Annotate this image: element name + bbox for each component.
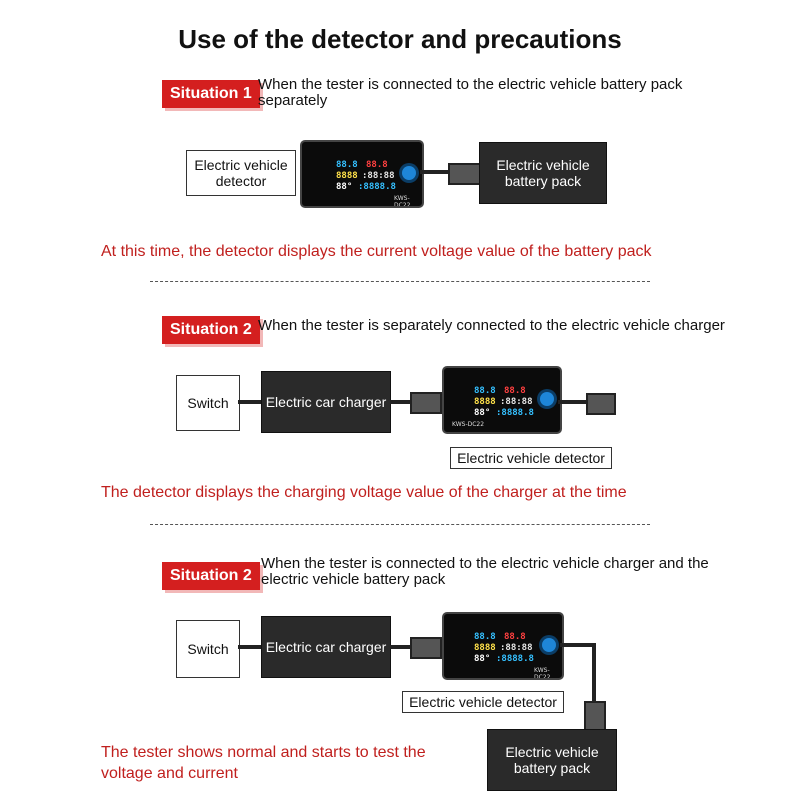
power-button-icon bbox=[540, 392, 554, 406]
situation-2-detector-device: 88.8 88.8 8888 :88:88 88° :8888.8 KWS-DC… bbox=[442, 366, 562, 434]
situation-3-charger: Electric car charger bbox=[262, 617, 390, 677]
situation-2-detector-label: Electric vehicle detector bbox=[450, 447, 612, 469]
situation-3-battery-pack: Electric vehicle battery pack bbox=[488, 730, 616, 790]
plug-icon bbox=[448, 163, 482, 185]
page-title: Use of the detector and precautions bbox=[178, 24, 622, 54]
display-temp: 88° bbox=[474, 654, 491, 664]
situation-3-detector-device: 88.8 88.8 8888 :88:88 88° :8888.8 KWS-DC… bbox=[442, 612, 564, 680]
display-voltage: 88.8 bbox=[336, 160, 358, 170]
cable bbox=[390, 400, 412, 404]
display-power: 8888 bbox=[474, 643, 496, 653]
power-button-icon bbox=[402, 166, 416, 180]
display-capacity: :8888.8 bbox=[496, 408, 534, 418]
display-temp: 88° bbox=[474, 408, 491, 418]
display-temp: 88° bbox=[336, 182, 353, 192]
situation-1-detector-label: Electric vehicle detector bbox=[186, 150, 296, 196]
divider bbox=[150, 281, 650, 282]
situation-1-note: At this time, the detector displays the … bbox=[101, 243, 652, 260]
device-model: KWS-DC22 bbox=[394, 195, 411, 208]
situation-3-switch: Switch bbox=[176, 620, 240, 678]
display-power: 8888 bbox=[336, 171, 358, 181]
display-time: :88:88 bbox=[362, 171, 395, 181]
plug-icon bbox=[586, 393, 616, 415]
situation-2-badge: Situation 2 bbox=[162, 316, 260, 344]
display-power: 8888 bbox=[474, 397, 496, 407]
display-current: 88.8 bbox=[366, 160, 388, 170]
cable bbox=[592, 643, 596, 703]
situation-1-description: When the tester is connected to the elec… bbox=[258, 76, 683, 109]
situation-3-badge: Situation 2 bbox=[162, 562, 260, 590]
situation-1-battery-pack: Electric vehicle battery pack bbox=[480, 143, 606, 203]
situation-3-detector-label: Electric vehicle detector bbox=[402, 691, 564, 713]
display-capacity: :8888.8 bbox=[358, 182, 396, 192]
display-time: :88:88 bbox=[500, 643, 533, 653]
display-current: 88.8 bbox=[504, 632, 526, 642]
plug-icon bbox=[410, 637, 442, 659]
plug-icon bbox=[584, 701, 606, 733]
cable bbox=[558, 400, 588, 404]
cable bbox=[390, 645, 412, 649]
situation-2-description: When the tester is separately connected … bbox=[258, 317, 725, 334]
display-voltage: 88.8 bbox=[474, 386, 496, 396]
cable bbox=[420, 170, 450, 174]
situation-3-note: The tester shows normal and starts to te… bbox=[101, 744, 426, 782]
situation-2-charger: Electric car charger bbox=[262, 372, 390, 432]
device-model: KWS-DC22 bbox=[534, 667, 551, 680]
display-voltage: 88.8 bbox=[474, 632, 496, 642]
divider bbox=[150, 524, 650, 525]
display-time: :88:88 bbox=[500, 397, 533, 407]
display-capacity: :8888.8 bbox=[496, 654, 534, 664]
cable bbox=[560, 643, 596, 647]
cable bbox=[238, 400, 262, 404]
display-current: 88.8 bbox=[504, 386, 526, 396]
situation-1-detector-device: 88.8 88.8 8888 :88:88 88° :8888.8 KWS-DC… bbox=[300, 140, 424, 208]
plug-icon bbox=[410, 392, 442, 414]
situation-3-description: When the tester is connected to the elec… bbox=[261, 555, 709, 588]
situation-1-badge: Situation 1 bbox=[162, 80, 260, 108]
situation-2-note: The detector displays the charging volta… bbox=[101, 484, 627, 501]
situation-2-switch: Switch bbox=[176, 375, 240, 431]
cable bbox=[238, 645, 262, 649]
power-button-icon bbox=[542, 638, 556, 652]
device-model: KWS-DC22 bbox=[452, 421, 485, 428]
